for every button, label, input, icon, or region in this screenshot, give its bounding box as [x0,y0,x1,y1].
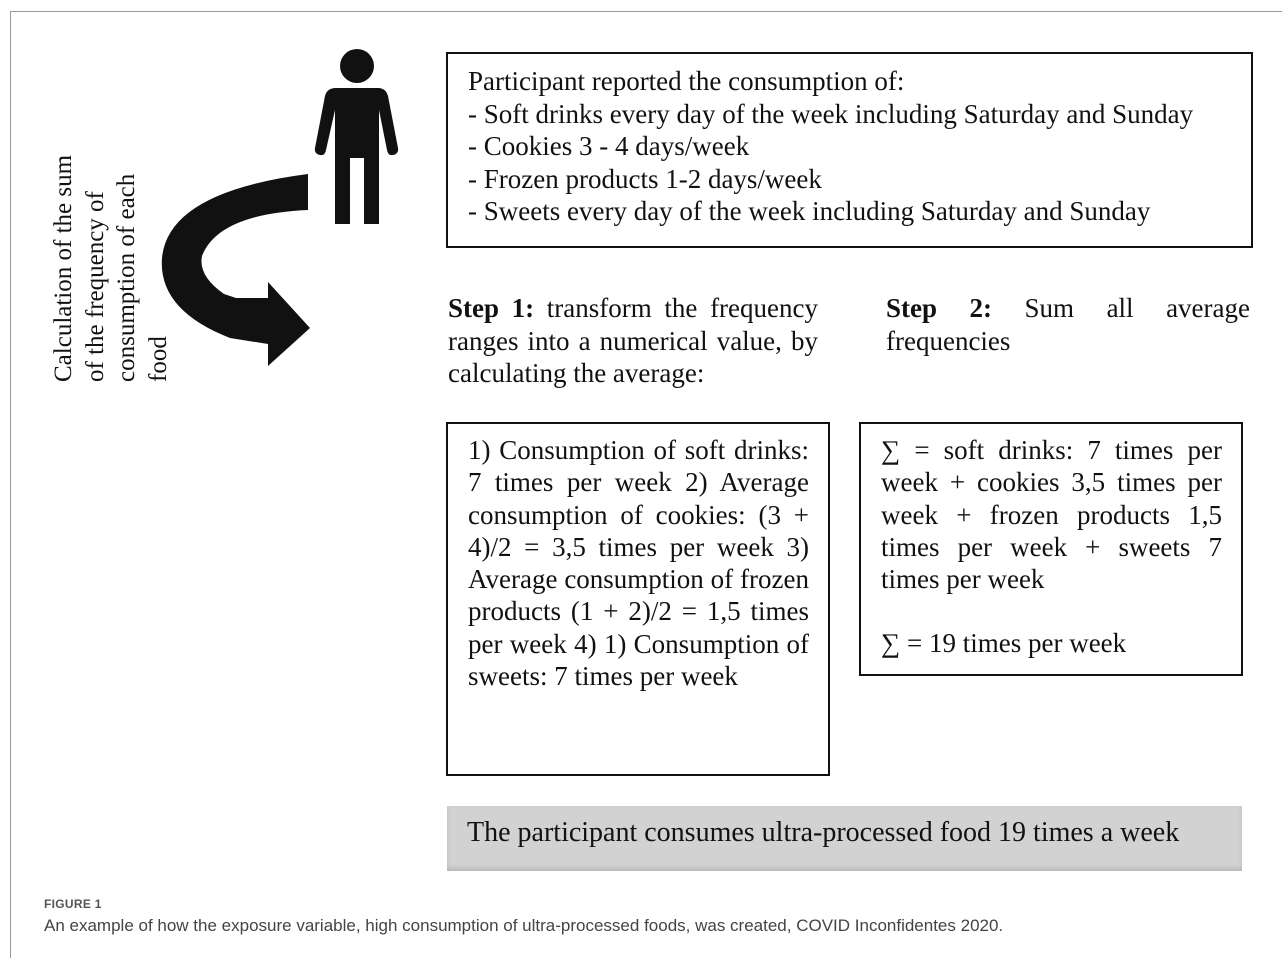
figure-caption: An example of how the exposure variable,… [44,916,1004,935]
step-2-label: Step 2: [886,293,993,323]
sum-box: ∑ = soft drinks: 7 times per week + cook… [859,422,1243,676]
step-1-text: transform the frequency ranges into a nu… [448,293,819,388]
report-item: - Sweets every day of the week including… [468,196,1151,226]
step-2-text: Sum all average frequencies [886,293,1250,356]
calculation-text: 1) Consumption of soft drinks: 7 times p… [468,435,809,692]
report-item: - Soft drinks every day of the week incl… [468,98,1194,129]
report-item: - Frozen products 1-2 days/week [468,163,822,194]
person-icon [314,49,399,224]
side-label: Calculation of the sum of the frequency … [48,136,178,382]
side-label-line: Calculation of the sum [50,154,77,382]
step-2-description: Step 2: Sum all average frequencies [886,292,1250,357]
report-box: Participant reported the consumption of:… [446,52,1253,248]
side-label-line: consumption of each [113,173,140,382]
calculation-box: 1) Consumption of soft drinks: 7 times p… [446,422,830,776]
figure-frame [10,11,1282,958]
figure-label: FIGURE 1 [44,897,102,911]
side-label-line: of the frequency of [81,191,109,382]
result-banner: The participant consumes ultra-processed… [447,806,1242,871]
sum-formula: ∑ = soft drinks: 7 times per week + cook… [881,435,1222,595]
curved-arrow-icon [161,174,310,366]
report-item: - Cookies 3 - 4 days/week [468,131,750,161]
report-title: Participant reported the consumption of: [468,66,905,96]
sum-total: ∑ = 19 times per week [881,628,1127,659]
side-label-line: food [144,336,172,382]
step-1-description: Step 1: transform the frequency ranges i… [448,292,818,390]
step-1-label: Step 1: [448,293,535,323]
